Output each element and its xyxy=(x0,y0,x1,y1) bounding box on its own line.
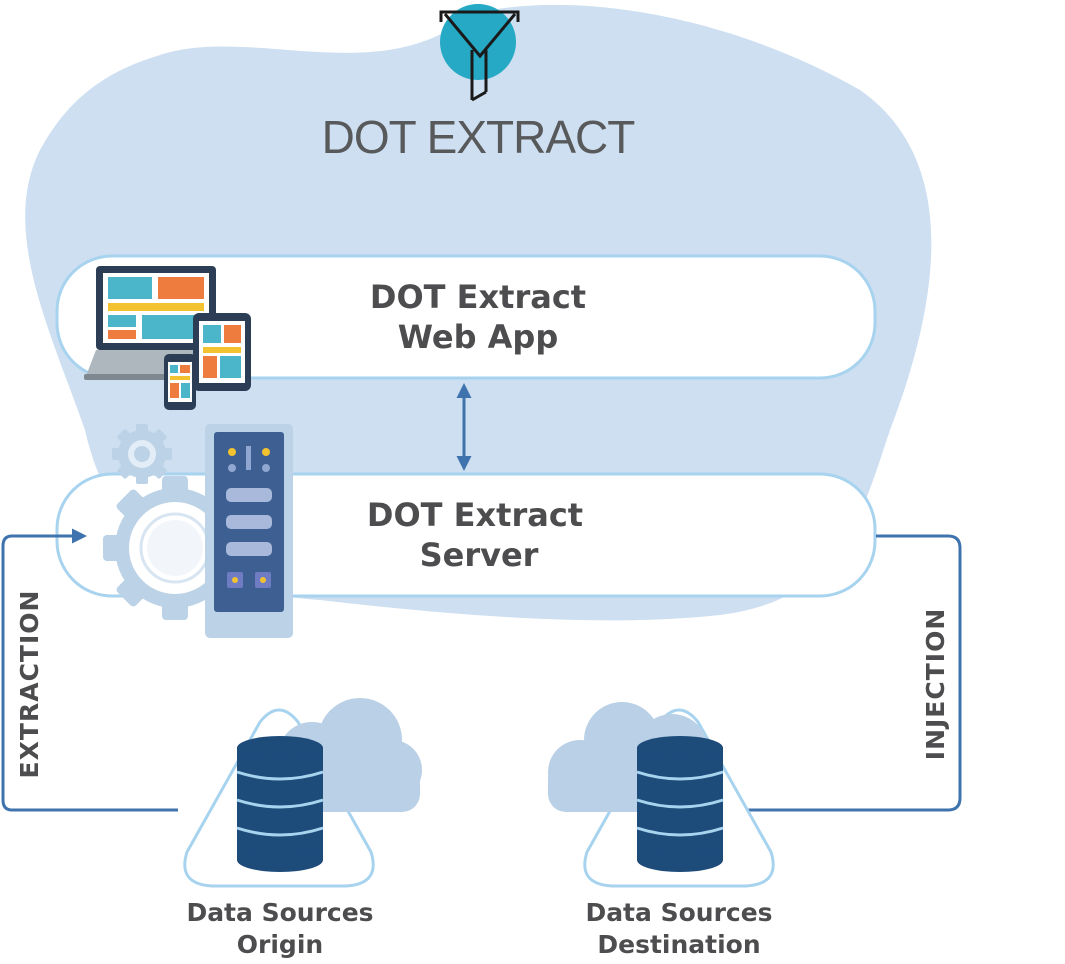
extraction-flow-line xyxy=(1,528,178,812)
server-label-line2: Server xyxy=(420,536,539,574)
destination-label-line2: Destination xyxy=(597,930,760,959)
origin-label-line1: Data Sources xyxy=(186,898,373,927)
destination-label-line1: Data Sources xyxy=(585,898,772,927)
extraction-label: EXTRACTION xyxy=(15,590,44,779)
web-app-label-line1: DOT Extract xyxy=(370,278,586,316)
server-label-line1: DOT Extract xyxy=(367,496,583,534)
database-origin-icon xyxy=(236,736,324,872)
data-source-origin-icon xyxy=(183,698,422,888)
dot-extract-logo-icon xyxy=(439,4,520,102)
brand-title: DOT EXTRACT xyxy=(322,111,636,163)
database-destination-icon xyxy=(636,736,724,872)
origin-label-line2: Origin xyxy=(237,930,323,959)
data-source-destination-icon xyxy=(548,702,775,888)
injection-flow-line xyxy=(725,534,962,818)
web-app-box xyxy=(55,254,877,380)
devices-icon xyxy=(84,266,251,410)
injection-label: INJECTION xyxy=(921,608,950,760)
web-app-label-line2: Web App xyxy=(398,318,558,356)
server-rack-icon xyxy=(205,424,293,638)
